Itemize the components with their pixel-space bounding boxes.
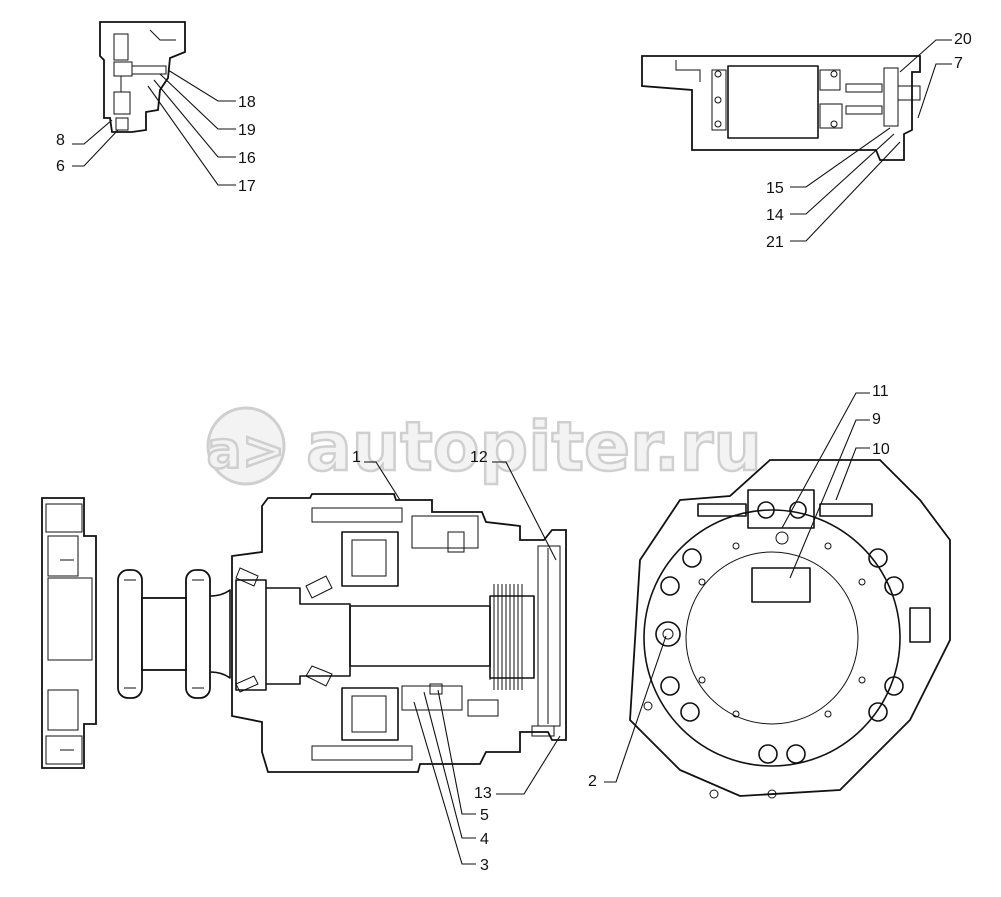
leader-lines xyxy=(72,39,952,865)
callout-15: 15 xyxy=(766,180,784,197)
callout-20: 20 xyxy=(954,31,972,48)
callout-12: 12 xyxy=(470,449,488,466)
callout-3: 3 xyxy=(480,857,489,874)
callout-17: 17 xyxy=(238,178,256,195)
callout-14: 14 xyxy=(766,207,784,224)
watermark: a> autopiter.ru xyxy=(205,406,763,488)
callout-10: 10 xyxy=(872,441,890,458)
callout-7: 7 xyxy=(954,55,963,72)
callout-6: 6 xyxy=(56,158,65,175)
detail-top-right-housing xyxy=(641,55,921,161)
watermark-logo-glyph: a> xyxy=(207,421,286,481)
callout-13: 13 xyxy=(474,785,492,802)
callout-8: 8 xyxy=(56,132,65,149)
callout-21: 21 xyxy=(766,234,784,251)
callout-11: 11 xyxy=(872,383,889,400)
callout-1: 1 xyxy=(352,449,361,466)
detail-top-left-valve xyxy=(99,21,186,133)
motor-end-view xyxy=(629,459,951,799)
callout-5: 5 xyxy=(480,807,489,824)
watermark-logo-icon xyxy=(206,406,286,486)
hub-side-view xyxy=(41,497,97,769)
callout-4: 4 xyxy=(480,831,489,848)
watermark-text: autopiter.ru xyxy=(306,408,762,487)
callout-18: 18 xyxy=(238,94,256,111)
motor-cross-section xyxy=(231,493,567,773)
callout-labels: 18 19 16 17 8 6 20 7 15 14 21 1 12 11 9 … xyxy=(56,31,972,874)
callout-2: 2 xyxy=(588,773,597,790)
callout-19: 19 xyxy=(238,122,256,139)
callout-9: 9 xyxy=(872,411,881,428)
callout-16: 16 xyxy=(238,150,256,167)
drum-spool xyxy=(117,569,231,699)
